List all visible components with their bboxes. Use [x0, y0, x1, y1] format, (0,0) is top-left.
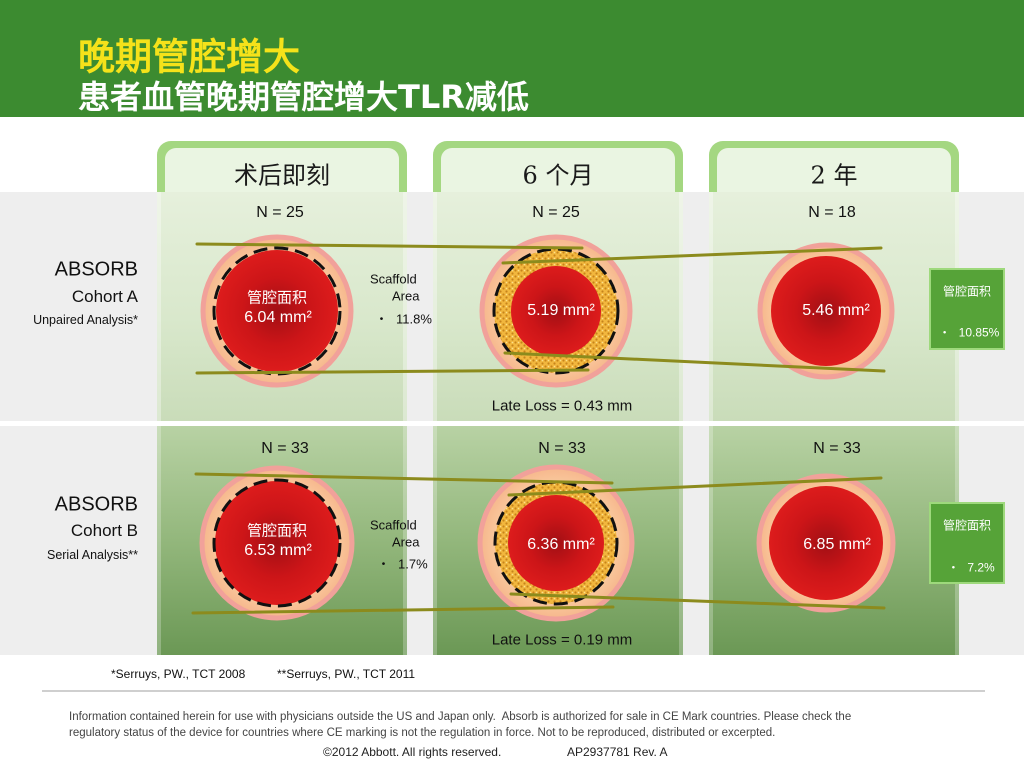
lumen: [511, 266, 601, 356]
lumen-area-label: 管腔面积: [246, 521, 308, 540]
lumen-area-change-label: 管腔面积: [942, 518, 992, 533]
disclaimer-line: regulatory status of the device for coun…: [69, 727, 776, 739]
scaffold-area-label: Scaffold: [370, 517, 417, 533]
bullet: ・: [938, 325, 951, 340]
lumen: [769, 486, 883, 600]
trend-line: [503, 351, 886, 373]
column-header: [441, 148, 675, 193]
sample-size-label: N = 18: [808, 204, 856, 221]
sample-size-label: N = 25: [256, 204, 304, 221]
lumen-cross-section-cohort-b-2-years: [756, 473, 896, 613]
lumen-area-change-label: 管腔面积: [942, 284, 992, 299]
bullet: ・: [377, 556, 391, 572]
scaffold-area-change-value: 1.7%: [398, 556, 428, 572]
lumen: [508, 495, 604, 591]
column-title-post-procedure: 术后即刻: [234, 161, 330, 190]
lumen: [216, 250, 338, 372]
scaffold-area-change-value: 11.8%: [396, 311, 432, 327]
lumen-area-change-percent: 7.2%: [967, 560, 995, 575]
scaffold-outline: [212, 246, 342, 376]
column-title-2-years: 2 年: [810, 161, 858, 190]
trend-line: [195, 242, 584, 250]
lumen-area-value: 6.53 mm²: [244, 542, 312, 559]
lumen: [215, 481, 339, 605]
lumen: [771, 256, 881, 366]
title-bar: 晚期管腔增大 患者血管晚期管腔增大TLR减低: [0, 0, 1024, 117]
sample-size-label: N = 33: [538, 440, 586, 457]
lumen-area-change-box: 管腔面积 ・ 10.85%: [929, 268, 1005, 350]
bullet: ・: [375, 311, 389, 327]
trend-line: [194, 472, 614, 485]
scaffold-outline: [492, 247, 620, 375]
lumen-cross-section-cohort-b-post-procedure: [199, 465, 355, 621]
scaffold-area-label: Area: [392, 288, 420, 304]
lumen-cross-section-cohort-a-6-months: [479, 234, 633, 388]
slide-title: 晚期管腔增大: [78, 35, 300, 79]
lumen-area-value: 6.85 mm²: [803, 536, 871, 553]
trend-line: [509, 592, 886, 610]
lumen-cross-section-cohort-b-6-months: [477, 464, 635, 622]
lumen-area-change-percent: 10.85%: [958, 325, 1000, 340]
sample-size-label: N = 33: [261, 440, 309, 457]
lumen-area-change-box: 管腔面积 ・ 7.2%: [929, 502, 1005, 584]
reference-footnote: **Serruys, PW., TCT 2011: [277, 667, 416, 681]
row-study-name: ABSORB: [54, 258, 138, 281]
lumen-area-value: 5.19 mm²: [527, 302, 595, 319]
scaffold-area-change: ・ 11.8%: [375, 309, 432, 328]
sample-size-label: N = 33: [813, 440, 861, 457]
late-loss-label: Late Loss = 0.19 mm: [491, 631, 633, 649]
row-analysis-type: Unpaired Analysis*: [33, 313, 138, 327]
trend-line: [195, 368, 590, 375]
row-cohort-name: Cohort B: [70, 521, 138, 540]
footer-divider: [42, 690, 985, 692]
row-analysis-type: Serial Analysis**: [46, 548, 138, 562]
lumen-area-value: 6.36 mm²: [527, 536, 595, 553]
disclaimer-line: Information contained herein for use wit…: [69, 711, 852, 723]
scaffold-area-label: Area: [392, 534, 420, 550]
scaffold-area-label: Scaffold: [370, 271, 417, 287]
slide-subtitle: 患者血管晚期管腔增大TLR减低: [78, 78, 529, 116]
trend-line: [191, 605, 615, 615]
lumen-area-value: 5.46 mm²: [802, 302, 870, 319]
trend-line: [507, 476, 883, 497]
sample-size-label: N = 25: [532, 204, 580, 221]
scaffold-outline: [212, 478, 342, 608]
scaffold-area-change: ・ 1.7%: [377, 554, 428, 573]
column-header: [717, 148, 951, 193]
late-loss-label: Late Loss = 0.43 mm: [491, 397, 633, 415]
reference-footnote: *Serruys, PW., TCT 2008: [111, 667, 246, 681]
document-code: AP2937781 Rev. A: [567, 745, 668, 759]
lumen-cross-section-cohort-a-post-procedure: [200, 234, 354, 388]
lumen-area-label: 管腔面积: [246, 288, 308, 307]
copyright-notice: ©2012 Abbott. All rights reserved.: [323, 745, 502, 759]
trend-line: [501, 246, 883, 265]
bullet: ・: [947, 560, 960, 575]
lumen-area-value: 6.04 mm²: [244, 309, 312, 326]
column-header: [165, 148, 399, 193]
row-study-name: ABSORB: [54, 493, 138, 516]
lumen-area-change-value: ・ 7.2%: [947, 559, 994, 576]
row-cohort-name: Cohort A: [71, 287, 138, 306]
column-title-6-months: 6 个月: [522, 161, 594, 190]
lumen-area-change-value: ・ 10.85%: [939, 324, 1000, 341]
lumen-cross-section-cohort-a-2-years: [757, 242, 895, 380]
